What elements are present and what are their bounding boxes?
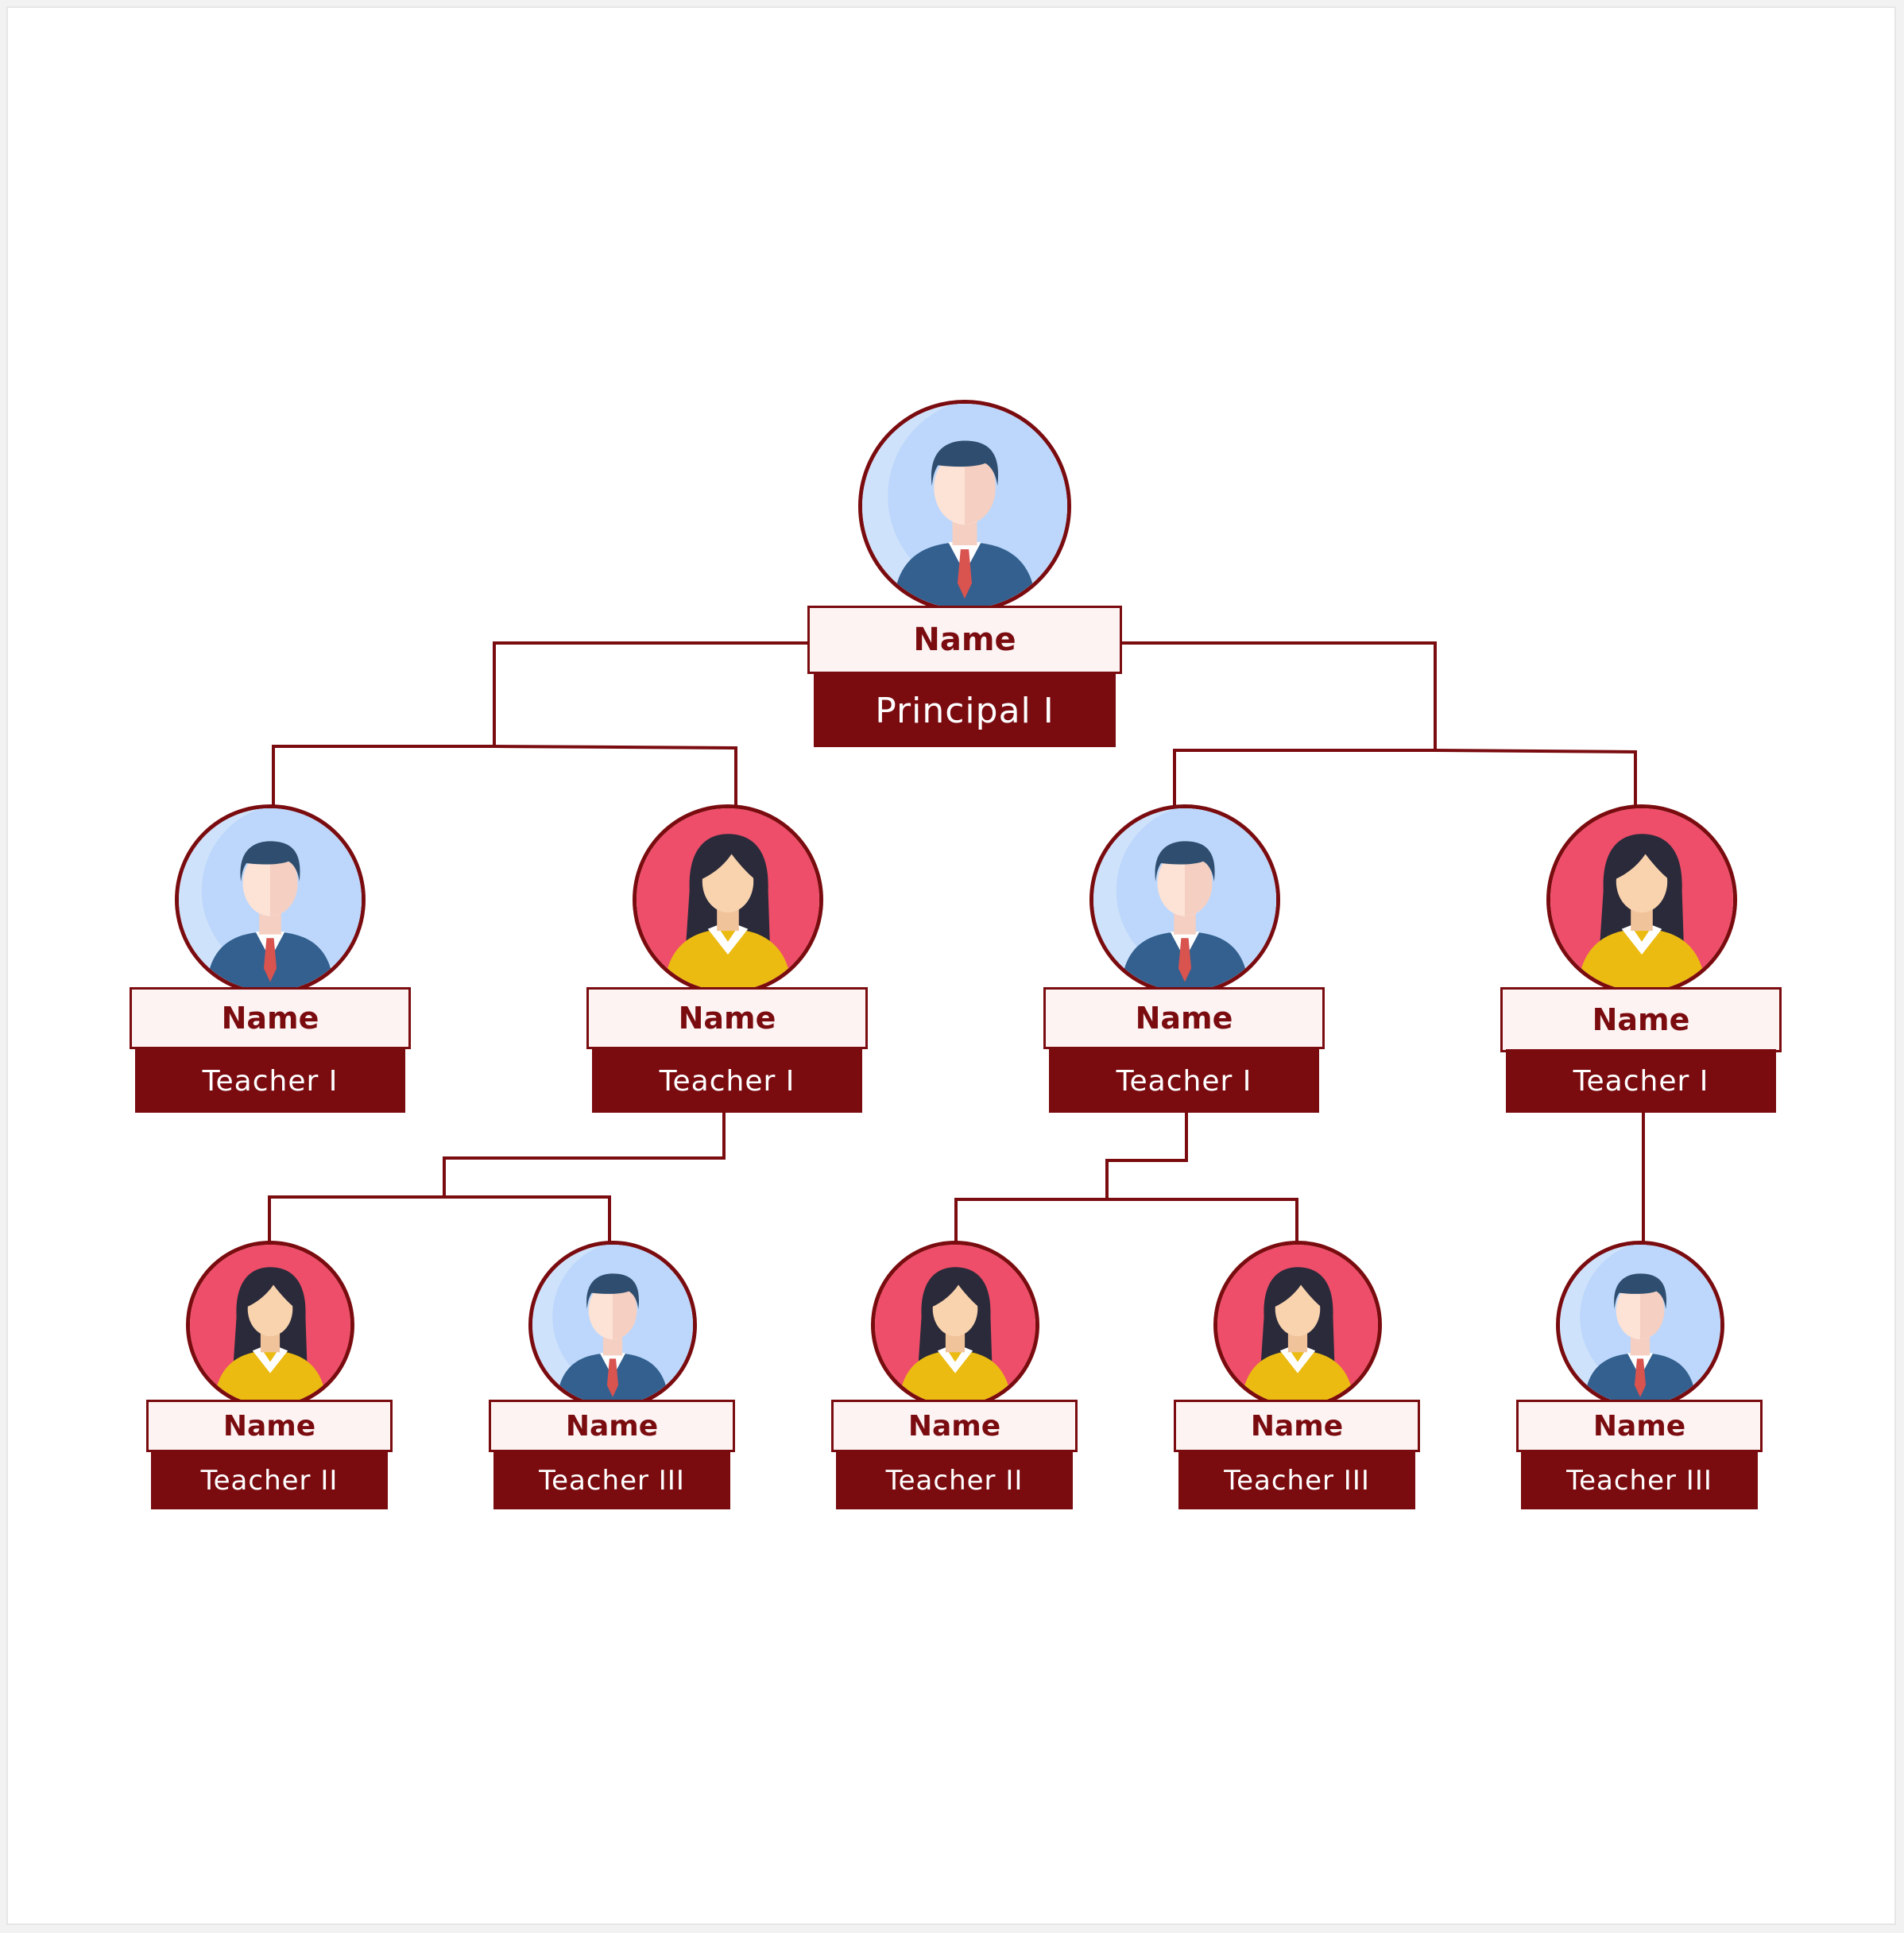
node-name-label: Name <box>831 1400 1078 1452</box>
node-name-label: Name <box>146 1400 393 1452</box>
node-role-label: Teacher III <box>493 1452 730 1509</box>
node-name-label: Name <box>1516 1400 1763 1452</box>
male-icon <box>528 1241 697 1409</box>
connector-principal-right-b <box>1434 749 1637 807</box>
node-role-label: Teacher I <box>135 1049 405 1113</box>
female-avatar-art <box>1550 808 1733 991</box>
connector-principal-left-b <box>493 745 737 805</box>
node-role-label: Teacher I <box>1049 1049 1319 1113</box>
male-avatar-art <box>1560 1245 1720 1405</box>
female-icon <box>633 804 823 995</box>
node-role-label: Teacher II <box>151 1452 388 1509</box>
female-avatar-art <box>637 808 819 991</box>
node-name-label: Name <box>130 987 411 1049</box>
male-icon <box>858 400 1071 613</box>
node-name-label: Name <box>1043 987 1325 1049</box>
male-avatar-art <box>1093 808 1276 991</box>
node-name-label: Name <box>1174 1400 1420 1452</box>
female-avatar-art <box>875 1245 1035 1405</box>
male-icon <box>1556 1241 1724 1409</box>
node-name-label: Name <box>489 1400 735 1452</box>
node-role-label: Teacher III <box>1521 1452 1758 1509</box>
connector-teacher3-children-b <box>1107 1198 1298 1242</box>
female-icon <box>186 1241 354 1409</box>
node-name-label: Name <box>1500 987 1782 1052</box>
node-role-label: Teacher II <box>836 1452 1073 1509</box>
node-name-label: Name <box>807 606 1122 674</box>
node-role-label: Teacher I <box>1506 1049 1776 1113</box>
female-avatar-art <box>190 1245 350 1405</box>
node-role-label: Principal I <box>814 674 1116 747</box>
connector-teacher3-children <box>954 1113 1188 1242</box>
connector-teacher2-children-b <box>444 1195 611 1242</box>
male-icon <box>175 804 366 995</box>
female-avatar-art <box>1217 1245 1378 1405</box>
connector-principal-right <box>1120 641 1437 809</box>
female-icon <box>1546 804 1737 995</box>
node-role-label: Teacher III <box>1178 1452 1415 1509</box>
female-icon <box>871 1241 1039 1409</box>
male-avatar-art <box>179 808 362 991</box>
female-icon <box>1213 1241 1382 1409</box>
male-avatar-art <box>532 1245 693 1405</box>
connector-teacher2-children <box>268 1113 726 1242</box>
connector-principal-left <box>272 641 807 807</box>
node-name-label: Name <box>586 987 868 1049</box>
male-icon <box>1089 804 1280 995</box>
male-avatar-art <box>862 404 1067 609</box>
node-role-label: Teacher I <box>592 1049 862 1113</box>
